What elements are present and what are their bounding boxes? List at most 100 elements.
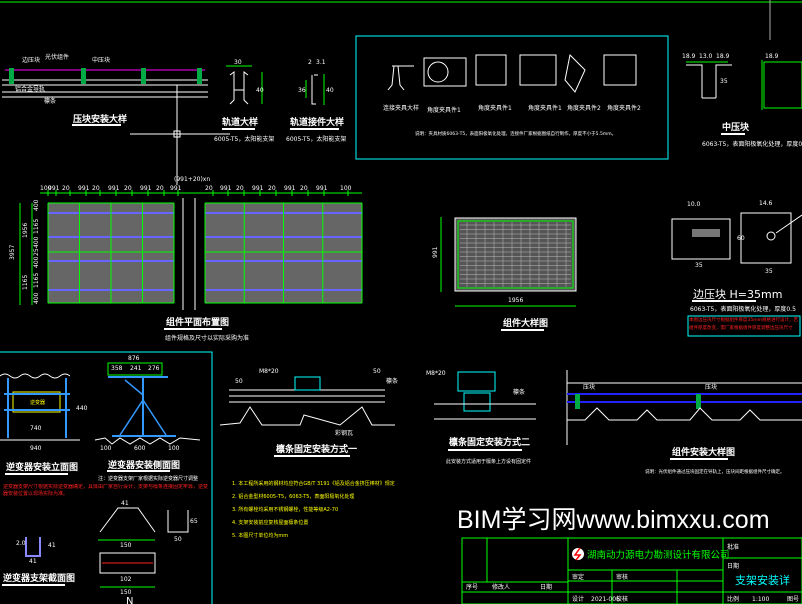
column-dimension: 20 <box>205 185 213 192</box>
inverter-elev-dim: 440 <box>76 405 88 412</box>
rail-joint-detail: 2 3.1 36 40 轨道接件大样 6005-T5，太阳能支架 <box>286 59 346 143</box>
inverter-side-dim: 241 <box>130 365 142 372</box>
note-line: 4. 支架安装前应复核屋面檩条位置 <box>232 519 308 526</box>
row-label: 序号 <box>466 583 478 591</box>
column-dimension: 991 <box>78 185 90 192</box>
north-label: N <box>126 596 133 604</box>
row-dimension: 1165 <box>33 219 40 234</box>
inverter-elev-dim: 940 <box>30 445 42 452</box>
rail-joint-title: 轨道接件大样 <box>290 116 344 128</box>
column-dimension: 20 <box>300 185 308 192</box>
clamp-part-label: 连接夹具大样 <box>383 104 419 112</box>
label-rail: 铝合金导轨 <box>15 85 45 93</box>
field-label: 图号 <box>787 596 799 603</box>
mid-clamp-dim: 13.0 <box>699 53 713 60</box>
plan-half-height: 1165 <box>22 275 29 290</box>
purlin2-subtitle: 此安装方式适用于檩条上方设有固定件 <box>446 458 531 465</box>
clamp-part-label: 角度夹具件2 <box>607 104 641 112</box>
label-mid-clamp: 中压块 <box>92 56 110 64</box>
column-dimension: 991 <box>316 185 328 192</box>
mid-clamp-dim: 35 <box>720 78 728 85</box>
purlin1-title: 檩条固定安装方式一 <box>276 443 357 455</box>
column-dimension: 991 <box>108 185 120 192</box>
purlin2-label: M8*20 <box>426 370 446 377</box>
edge-clamp-title: 边压块 H=35mm <box>693 288 782 301</box>
plan-subtitle: 组件规格及尺寸以实际采购为准 <box>165 334 249 342</box>
note-line: 5. 本图尺寸单位均为mm <box>232 532 288 539</box>
bracket-dim: 50 <box>174 536 182 543</box>
column-dimension: 991 <box>284 185 296 192</box>
column-dimension: 20 <box>124 185 132 192</box>
field-label: 日期 <box>727 562 739 570</box>
edge-clamp-detail: 10.0 14.6 35 35 60 边压块 H=35mm 6063-T5，表面… <box>671 200 802 337</box>
column-dimension: 100 <box>40 185 52 192</box>
inverter-section-dim: 2.0 <box>16 540 26 547</box>
row-label: 日期 <box>540 583 552 591</box>
column-dimension: 991 <box>252 185 264 192</box>
column-dimension: 991 <box>170 185 182 192</box>
purlin-install-method-2: M8*20 檩条 檩条固定安装方式二 此安装方式适用于檩条上方设有固定件 <box>426 370 536 465</box>
drawing-title: 支架安装详 <box>735 573 790 587</box>
column-dimension: 20 <box>236 185 244 192</box>
module-install-note: 说明：光伏组件通过压块固定在导轨上，压块间距根据组件尺寸确定。 <box>645 468 785 475</box>
company-logo <box>572 548 584 560</box>
inverter-side-note: 注：逆变器支架厂家根据实际逆变器尺寸调整 <box>98 475 198 482</box>
bracket-dim: 150 <box>120 542 132 549</box>
general-notes: 1. 本工程所采用的钢材均应符合GB/T 3191《铝及铝合金挤压棒材》规定 2.… <box>232 480 395 539</box>
module-width: 1956 <box>508 297 523 304</box>
plan-half-height: 1956 <box>22 223 29 238</box>
column-dimension: 991 <box>220 185 232 192</box>
row-dimension: 1165 <box>33 273 40 288</box>
inverter-side-dim: 876 <box>128 355 140 362</box>
purlin2-title: 檩条固定安装方式二 <box>449 436 530 448</box>
field-label: 设计 <box>572 595 584 603</box>
column-dimension: 991 <box>140 185 152 192</box>
mid-clamp-spec: 6063-T5，表面阳极氧化处理，厚度0.5 <box>702 140 802 148</box>
clamp-install-title: 压块安装大样 <box>73 113 127 125</box>
plan-title: 组件平面布置图 <box>166 316 229 328</box>
inverter-red-note: 逆变器支架尺寸根据实际逆变器确定，具体由厂家自行设计；支架与檩条连接固定牢靠，逆… <box>3 484 208 497</box>
edge-clamp-dim: 10.0 <box>687 201 701 208</box>
title-block: 湖南动力源电力勘测设计有限公司 支架安装详 序号 修改人 日期 审定 审核 设计… <box>461 537 802 604</box>
note-line: 3. 所有螺栓均采用不锈钢螺栓，性能等级A2-70 <box>232 506 338 513</box>
field-label: 批准 <box>727 543 739 551</box>
module-height: 991 <box>432 246 439 258</box>
rail-joint-spec: 6005-T5，太阳能支架 <box>286 135 346 143</box>
inverter-elev-title: 逆变器安装立面图 <box>6 461 78 473</box>
clamp-part-label: 角度夹具件2 <box>567 104 601 112</box>
inverter-panel-border <box>0 351 213 604</box>
field-label: 审定 <box>572 573 584 581</box>
note-line: 1. 本工程所采用的钢材均应符合GB/T 3191《铝及铝合金挤压棒材》规定 <box>232 480 395 487</box>
column-dimension: 20 <box>156 185 164 192</box>
edge-clamp-dim: 60 <box>737 235 745 242</box>
inverter-section-dim: 41 <box>29 558 37 565</box>
rail-joint-dim: 2 <box>308 59 312 66</box>
inverter-side: 876 358 241 276 100 600 100 逆变器安装侧面图 注：逆… <box>94 355 201 482</box>
field-label: 审核 <box>616 573 628 581</box>
module-install-label: 压块 <box>705 383 717 391</box>
module-install-detail: 压块 压块 组件安装大样图 说明：光伏组件通过压块固定在导轨上，压块间距根据组件… <box>566 370 802 475</box>
field-label: 校核 <box>616 595 628 603</box>
inverter-elev-dim: 740 <box>30 425 42 432</box>
edge-clamp-warning: 本图边压块尺寸根据组件厚度35mm规格进行设计，若组件厚度改变，需厂家根据组件厚… <box>689 318 798 331</box>
bracket-dim: 102 <box>120 576 132 583</box>
purlin2-label: 檩条 <box>513 388 525 396</box>
bracket-dim: 41 <box>121 500 129 507</box>
edge-clamp-dim: 14.6 <box>759 200 773 207</box>
watermark: BIM学习网www.bimxxu.com <box>457 506 770 534</box>
inverter-section-dim: 41 <box>48 542 56 549</box>
row-dimension: 400 <box>33 256 40 268</box>
purlin1-label: M8*20 <box>259 368 279 375</box>
bracket-dim: 65 <box>190 518 198 525</box>
rail-dim: 40 <box>256 87 264 94</box>
clamp-part-label: 角度夹具件1 <box>528 104 562 112</box>
clamp-part-label: 角度夹具件1 <box>478 104 512 112</box>
inverter-side-dim: 276 <box>148 365 160 372</box>
inverter-side-dim: 100 <box>168 445 180 452</box>
mid-clamp-dim: 18.9 <box>765 53 779 60</box>
note-line: 2. 铝合金型材6005-T5，6063-T5，表面阳极氧化处理 <box>232 493 354 500</box>
field-label: 比例 <box>727 595 739 603</box>
inverter-elevation: 逆变器 740 940 440 逆变器安装立面图 <box>0 373 88 475</box>
